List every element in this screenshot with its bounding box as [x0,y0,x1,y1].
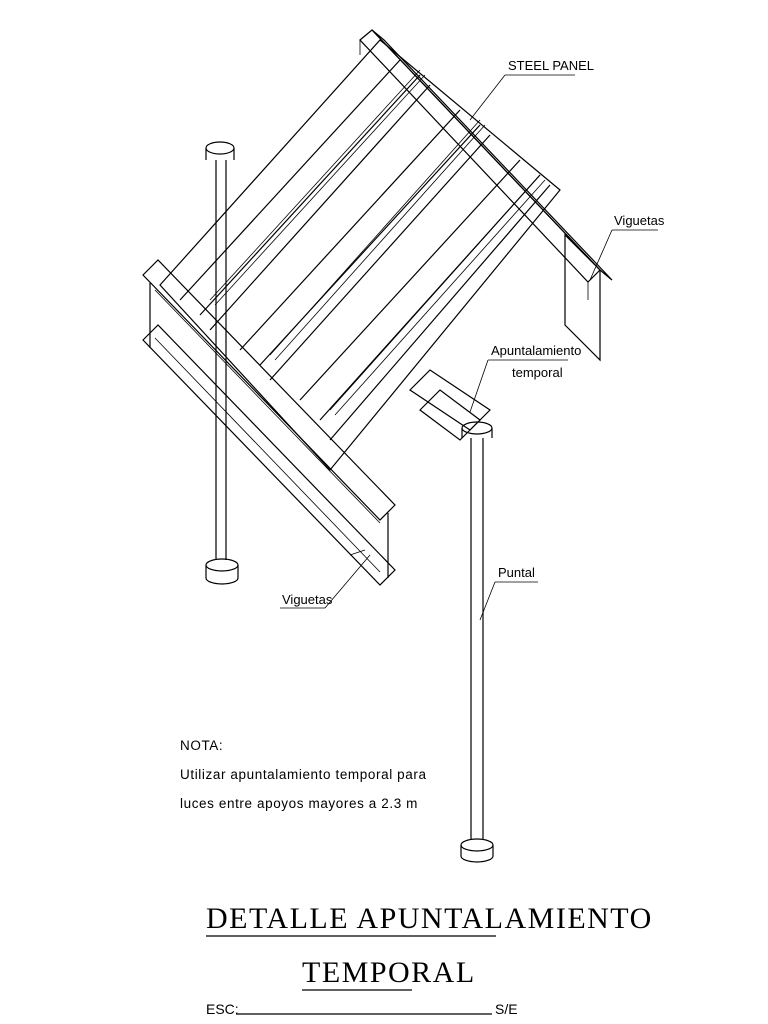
right-post [460,421,494,863]
title-line-2: TEMPORAL [302,956,476,989]
label-apuntalamiento-line1: Apuntalamiento [491,343,581,358]
note-line-2: luces entre apoyos mayores a 2.3 m [180,796,418,811]
scale-value: S/E [495,1001,518,1017]
scale-prefix: ESC: [206,1001,239,1017]
label-puntal: Puntal [498,565,535,580]
shoring-beam [409,369,491,441]
label-apuntalamiento-line2: temporal [512,365,563,380]
label-steel-panel: STEEL PANEL [508,58,594,73]
note-heading: NOTA: [180,738,223,753]
left-post [205,141,239,585]
back-joist [359,29,613,362]
label-viguetas-left: Viguetas [282,592,333,607]
front-joist [142,259,396,586]
note-line-1: Utilizar apuntalamiento temporal para [180,767,427,782]
leader-lines [280,74,658,621]
label-viguetas-right: Viguetas [614,213,665,228]
title-line-1: DETALLE APUNTALAMIENTO [206,902,653,935]
steel-panel [159,39,561,471]
